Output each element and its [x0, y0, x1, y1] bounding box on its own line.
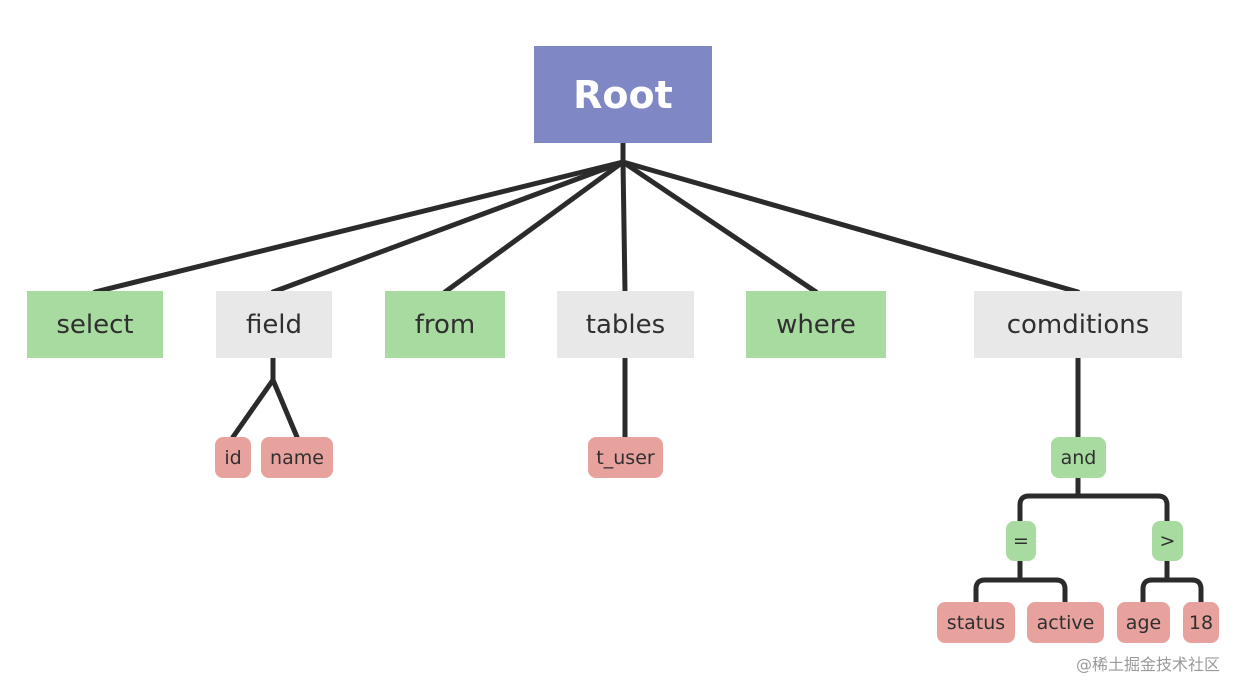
edge-field-id [230, 377, 276, 440]
edge-root-select [92, 159, 626, 295]
id-node: id [215, 437, 251, 478]
edge-eq-children [973, 557, 1068, 605]
status-node: status [937, 602, 1015, 643]
edge-field-name [270, 377, 300, 440]
eighteen-node: 18 [1183, 602, 1219, 643]
t-user-node: t_user [588, 437, 663, 478]
edge-and-ops [1017, 475, 1170, 524]
eq-node: = [1006, 521, 1036, 561]
edge-root-field [270, 159, 626, 295]
edge-root-conditions [620, 159, 1081, 295]
field-node: field [216, 291, 332, 358]
name-node: name [261, 437, 333, 478]
root-node: Root [534, 46, 712, 143]
watermark: @稀土掘金技术社区 [1075, 655, 1220, 674]
and-node: and [1051, 437, 1106, 478]
tables-node: tables [557, 291, 694, 358]
select-node: select [27, 291, 163, 358]
where-node: where [746, 291, 886, 358]
active-node: active [1027, 602, 1104, 643]
age-node: age [1117, 602, 1170, 643]
edge-root-tables [620, 159, 628, 295]
edge-gt-children [1140, 557, 1204, 605]
edge-root-where [620, 159, 819, 295]
conditions-node: comditions [974, 291, 1182, 358]
gt-node: > [1152, 521, 1183, 561]
from-node: from [385, 291, 505, 358]
edge-root-from [442, 159, 626, 295]
